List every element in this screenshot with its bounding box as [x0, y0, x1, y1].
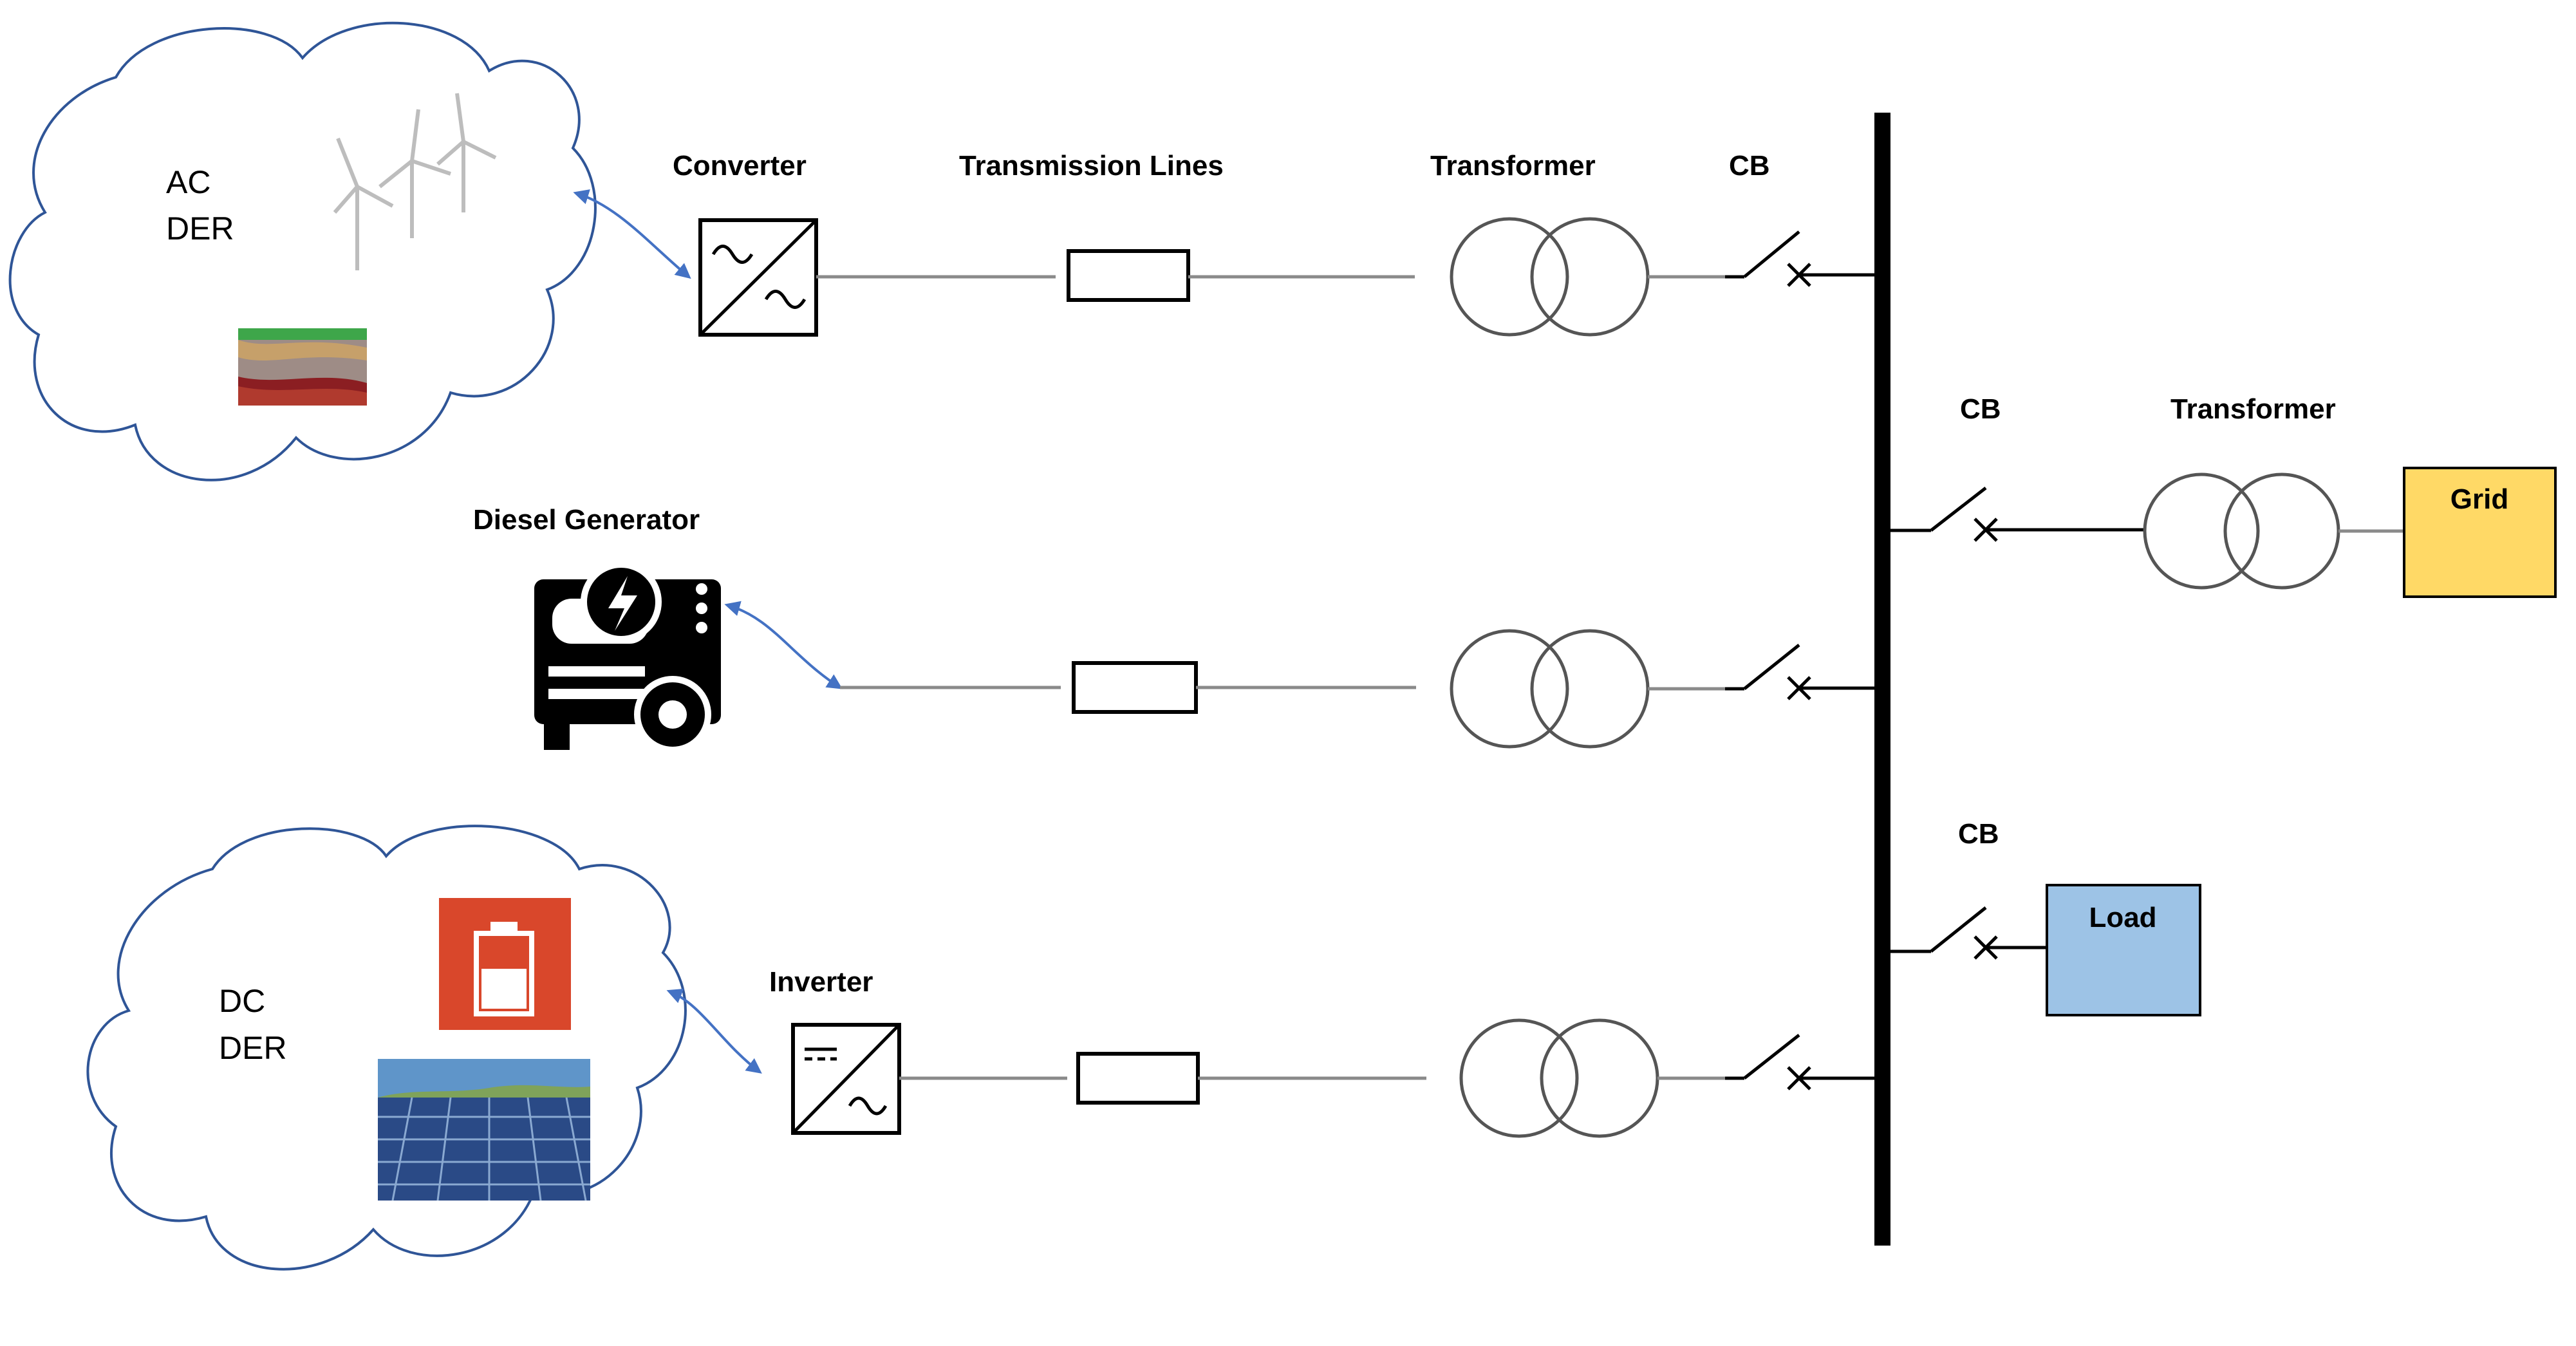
solar-panel-icon	[378, 1059, 590, 1201]
diesel-link-arrow	[724, 601, 843, 689]
ac-der-link-arrow	[573, 189, 691, 279]
transmission-line-icon	[1067, 249, 1190, 302]
transmission-line-icon	[1076, 1052, 1200, 1105]
transformer-grid-label: Transformer	[2170, 393, 2336, 425]
battery-icon	[439, 898, 571, 1030]
diesel-generator-label: Diesel Generator	[473, 504, 700, 536]
cb-label: CB	[1729, 150, 1770, 182]
converter-icon	[698, 218, 818, 337]
geothermal-icon	[238, 328, 367, 406]
transformer-label: Transformer	[1430, 150, 1596, 182]
dc-der-link-arrow	[666, 989, 762, 1074]
ac-der-label-line1: AC	[166, 164, 210, 200]
ac-der-label-line2: DER	[166, 210, 234, 247]
transformer-icon	[1459, 1018, 1659, 1138]
load-box	[2046, 884, 2201, 1016]
transformer-icon	[1450, 217, 1650, 337]
cb-load-label: CB	[1958, 818, 1999, 850]
wind-turbine-icon	[333, 93, 497, 270]
circuit-breaker-grid-icon	[1890, 487, 2143, 542]
circuit-breaker-load-icon	[1890, 906, 2046, 960]
transmission-line-icon	[1072, 661, 1198, 714]
diesel-generator-icon	[534, 561, 721, 753]
transformer-icon	[1450, 629, 1650, 749]
circuit-breaker-icon	[1725, 644, 1874, 700]
grid-label: Grid	[2450, 483, 2508, 515]
converter-label: Converter	[673, 150, 807, 182]
circuit-breaker-icon	[1725, 230, 1883, 287]
grid-box	[2403, 467, 2557, 598]
dc-der-label-line1: DC	[219, 983, 265, 1019]
transmission-lines-label: Transmission Lines	[959, 150, 1224, 182]
dc-der-label-line2: DER	[219, 1030, 287, 1066]
transformer-grid-icon	[2143, 472, 2340, 590]
ac-der-cloud: AC DER	[8, 21, 597, 481]
inverter-label: Inverter	[769, 966, 873, 998]
load-label: Load	[2089, 902, 2156, 933]
dc-der-cloud: DC DER	[86, 825, 687, 1271]
inverter-icon	[791, 1023, 901, 1135]
circuit-breaker-icon	[1725, 1034, 1874, 1090]
busbar	[1874, 113, 1890, 1246]
cb-grid-label: CB	[1960, 393, 2001, 425]
